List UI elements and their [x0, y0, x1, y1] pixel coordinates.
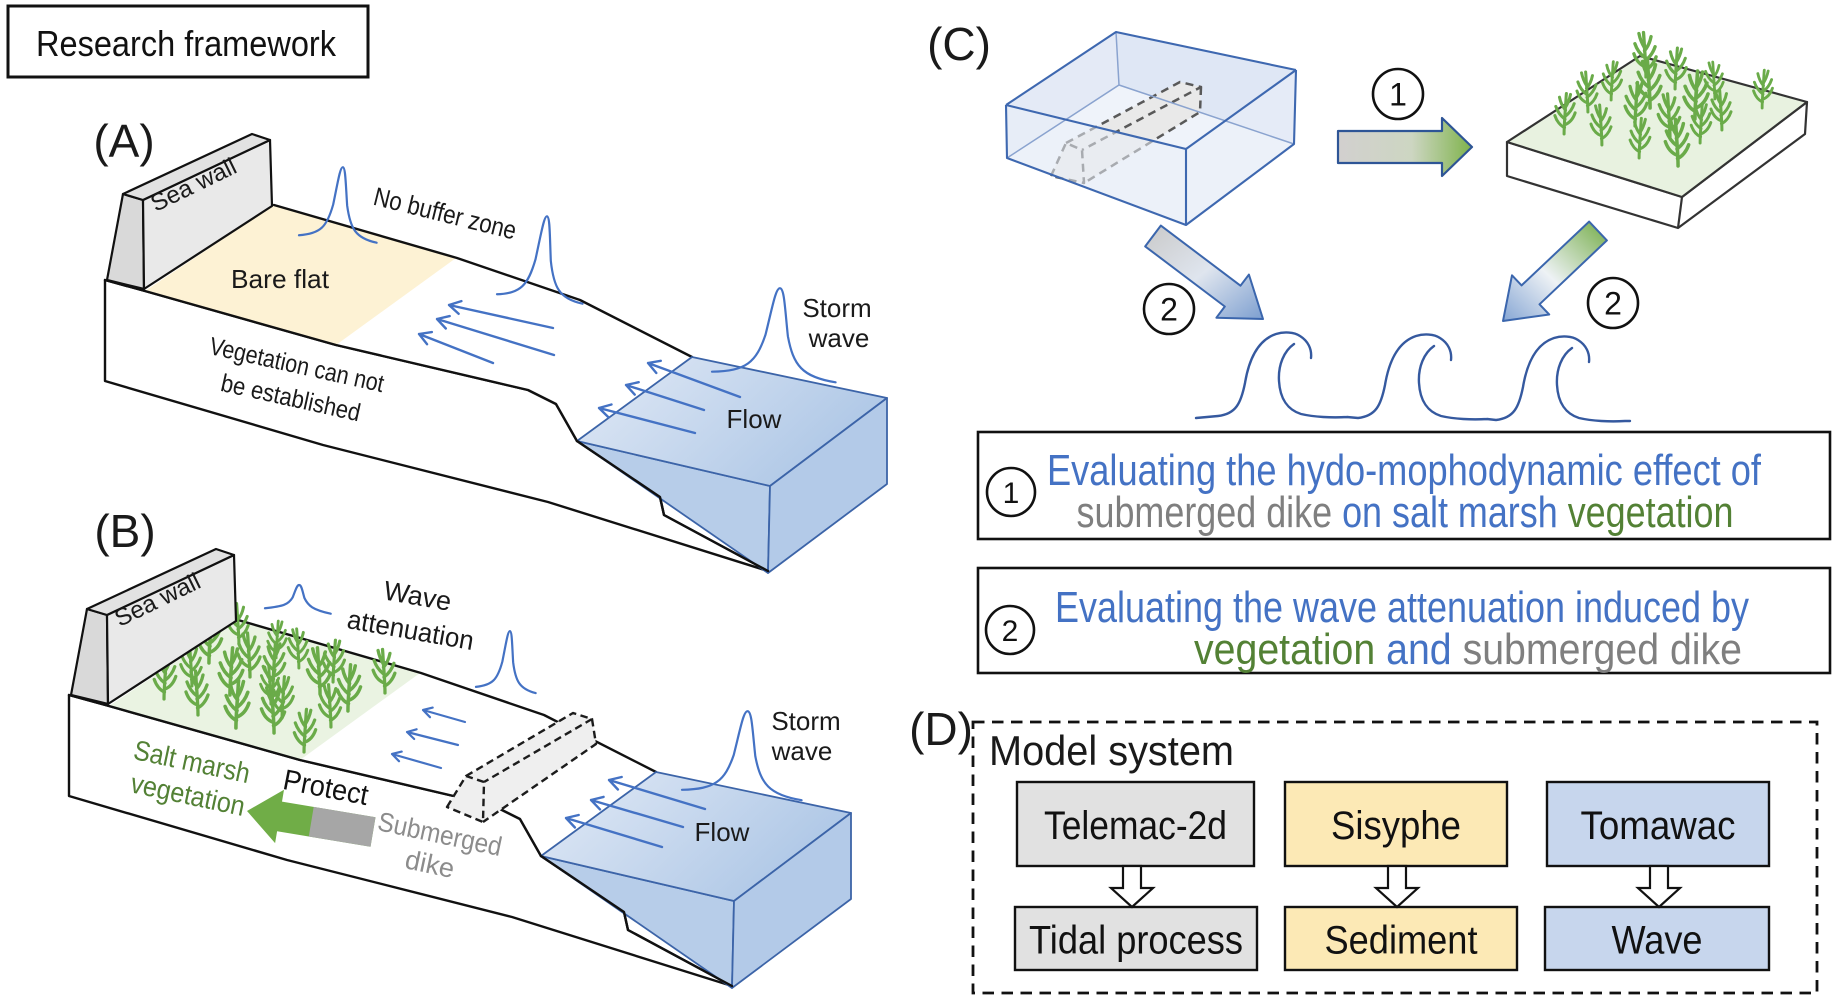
svg-text:1: 1 [1389, 77, 1407, 113]
svg-text:(C): (C) [927, 18, 991, 70]
svg-text:Wave: Wave [1612, 919, 1703, 963]
svg-text:Evaluating the wave attenuatio: Evaluating the wave attenuation induced … [1055, 583, 1749, 632]
svg-text:(A): (A) [93, 115, 154, 167]
svg-text:Bare flat: Bare flat [231, 264, 330, 294]
svg-text:Sisyphe: Sisyphe [1331, 804, 1461, 848]
svg-text:Model system: Model system [989, 727, 1234, 774]
svg-text:vegetation and submerged dike: vegetation and submerged dike [1194, 625, 1742, 674]
svg-text:Tomawac: Tomawac [1581, 804, 1736, 848]
svg-text:Wave: Wave [381, 575, 453, 616]
svg-text:Storm: Storm [802, 293, 871, 323]
svg-text:2: 2 [1002, 615, 1019, 648]
svg-text:(B): (B) [94, 505, 155, 557]
svg-text:Research framework: Research framework [36, 23, 337, 64]
svg-text:Flow: Flow [695, 817, 750, 847]
svg-text:Sediment: Sediment [1325, 919, 1478, 963]
svg-text:Storm: Storm [771, 706, 840, 736]
svg-text:2: 2 [1604, 286, 1622, 322]
svg-text:Evaluating the hydo-mophodynam: Evaluating the hydo-mophodynamic effect … [1047, 446, 1762, 495]
svg-text:Tidal process: Tidal process [1029, 919, 1243, 963]
svg-text:wave: wave [808, 323, 870, 353]
svg-text:wave: wave [771, 736, 833, 766]
svg-text:attenuation: attenuation [345, 604, 476, 656]
svg-text:Telemac-2d: Telemac-2d [1044, 804, 1227, 848]
svg-text:(D): (D) [909, 703, 973, 755]
svg-text:1: 1 [1003, 477, 1020, 510]
svg-text:No buffer zone: No buffer zone [371, 181, 520, 245]
svg-text:Flow: Flow [727, 404, 782, 434]
svg-text:submerged dike on salt marsh v: submerged dike on salt marsh vegetation [1077, 488, 1734, 537]
svg-text:2: 2 [1160, 292, 1178, 328]
